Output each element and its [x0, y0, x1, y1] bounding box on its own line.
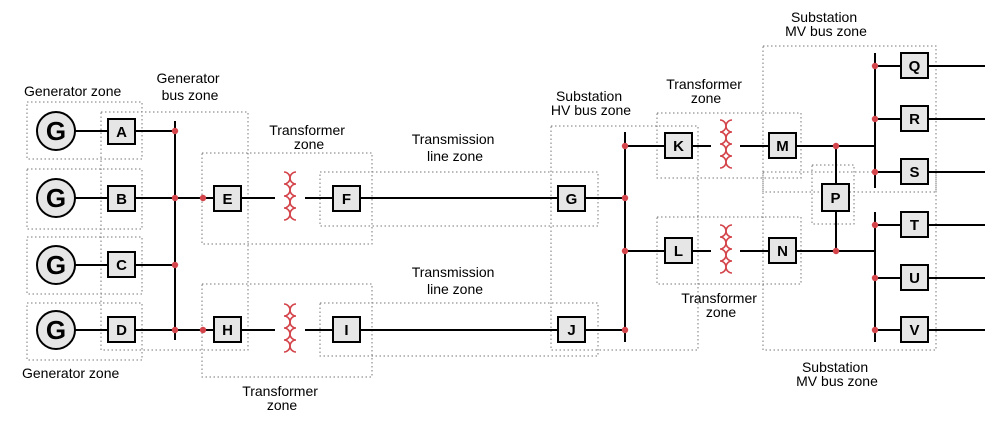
generator-zone-outline-g1 — [26, 101, 143, 160]
generator-3: G — [36, 245, 76, 285]
generator-3-label: G — [46, 250, 66, 280]
breaker-m-label: M — [776, 138, 789, 155]
transformer-lower-right — [719, 224, 733, 274]
transformer-zone-lower-right-label: Transformer zone — [681, 290, 761, 320]
breaker-l-label: L — [674, 243, 683, 260]
breaker-a-label: A — [116, 124, 127, 141]
transformer-upper-left — [283, 171, 297, 221]
transformer-zone-upper-right-label: Transformer zone — [666, 76, 746, 106]
transmission-line-zone-lower-label: Transmission line zone — [412, 264, 499, 297]
breaker-p: P — [821, 183, 850, 212]
generator-2: G — [36, 178, 76, 218]
breaker-v: V — [900, 316, 929, 343]
generator-2-label: G — [46, 183, 66, 213]
breaker-k-label: K — [673, 138, 684, 155]
substation-mv-bus-zone-bottom-label: Substation MV bus zone — [796, 359, 878, 389]
breaker-d: D — [107, 316, 136, 343]
generator-zone-top-label: Generator zone — [24, 83, 121, 99]
generator-4-label: G — [46, 315, 66, 345]
breaker-j-label: J — [567, 322, 575, 339]
breaker-n: N — [768, 237, 797, 264]
breaker-c-label: C — [116, 257, 127, 274]
breaker-i-label: I — [344, 322, 348, 339]
generator-zone-outline-g3 — [26, 236, 143, 295]
generator-bus-zone-outline — [100, 111, 249, 351]
breaker-e-label: E — [222, 191, 232, 208]
breaker-n-label: N — [777, 243, 788, 260]
generator-bus-zone-label: Generator bus zone — [157, 70, 224, 103]
generator-4: G — [36, 310, 76, 350]
current-transformers — [171, 62, 879, 334]
breaker-s: S — [900, 158, 929, 185]
breaker-h-label: H — [222, 322, 233, 339]
breaker-e: E — [213, 185, 242, 212]
breaker-b: B — [107, 185, 136, 212]
transformer-zone-upper-left-label: Transformer zone — [269, 122, 349, 152]
breaker-v-label: V — [909, 322, 919, 339]
substation-mv-bus-zone-top-label: Substation MV bus zone — [785, 9, 867, 39]
breaker-u: U — [900, 264, 929, 291]
breaker-d-label: D — [116, 322, 127, 339]
transformer-zone-lower-left-label: Transformer zone — [242, 383, 322, 413]
transmission-line-zone-upper-label: Transmission line zone — [412, 131, 499, 164]
transformer-upper-right — [719, 119, 733, 169]
breaker-u-label: U — [909, 270, 920, 287]
breaker-k: K — [664, 132, 693, 159]
breaker-r-label: R — [909, 111, 920, 128]
breaker-q: Q — [900, 52, 929, 79]
breaker-h: H — [213, 316, 242, 343]
generator-1: G — [36, 111, 76, 151]
breaker-p-label: P — [830, 190, 840, 207]
breaker-f: F — [332, 185, 361, 212]
breaker-l: L — [664, 237, 693, 264]
breaker-f-label: F — [342, 191, 351, 208]
generator-1-label: G — [46, 116, 66, 146]
generator-zone-outline-g4 — [26, 302, 143, 361]
breaker-r: R — [900, 105, 929, 132]
breaker-s-label: S — [909, 164, 919, 181]
breaker-c: C — [107, 251, 136, 278]
breaker-j: J — [557, 316, 586, 343]
breaker-m: M — [768, 132, 797, 159]
transformer-lower-left — [283, 303, 297, 353]
breaker-g-label: G — [566, 191, 578, 208]
generator-zone-bottom-label: Generator zone — [22, 365, 119, 381]
bus-tie-zone-outline — [811, 164, 855, 225]
substation-hv-bus-zone-label: Substation HV bus zone — [551, 88, 631, 118]
breaker-t-label: T — [910, 217, 919, 234]
substation-mv-bus-zone-outline-bottom — [762, 171, 937, 351]
breaker-a: A — [107, 118, 136, 145]
breaker-b-label: B — [116, 191, 127, 208]
breaker-g: G — [557, 185, 586, 212]
substation-hv-bus-zone-outline — [550, 125, 699, 351]
breaker-t: T — [900, 211, 929, 238]
breaker-i: I — [332, 316, 361, 343]
breaker-q-label: Q — [909, 58, 921, 75]
